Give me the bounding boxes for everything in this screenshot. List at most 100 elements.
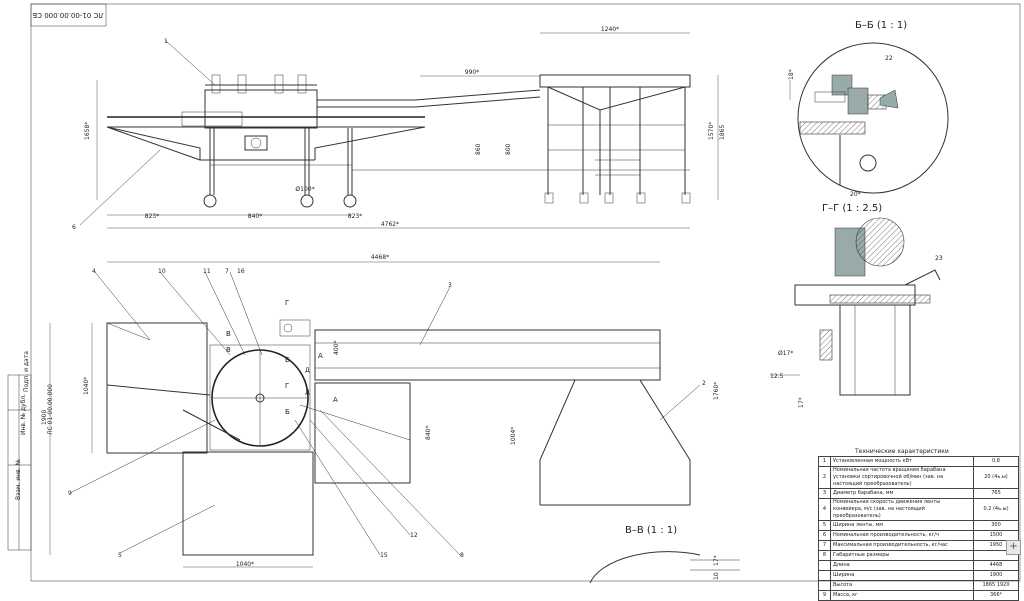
callout-6: 6	[72, 224, 76, 231]
spec-index: 8	[818, 550, 831, 561]
spec-index: 5	[818, 520, 831, 531]
stamp-label-2: Инв. № дубл.	[20, 394, 27, 435]
dim-plan-bottom: 1040*	[236, 561, 254, 568]
section-mark-b2: Б	[285, 408, 290, 416]
callout-2: 2	[702, 380, 706, 387]
spec-label: Максимальная производительность, кг/час	[830, 540, 974, 551]
side-stamp: Подп. и дата Инв. № дубл. ЛС 01-00.00.00…	[7, 351, 54, 551]
spec-value: 0.2 (4ь.ы)	[973, 498, 1019, 521]
spec-index: 6	[818, 530, 831, 541]
spec-value: 765	[973, 488, 1019, 499]
spec-value: 366*	[973, 590, 1019, 601]
section-mark-v2: В	[226, 346, 231, 354]
spec-label: Ширина ленты, мм	[830, 520, 974, 531]
section-mark-g2: Г	[285, 382, 289, 390]
section-mark-d1: Д	[305, 367, 310, 374]
callout-9: 9	[68, 490, 72, 497]
spec-index	[818, 580, 831, 591]
spec-value: 0.8	[973, 456, 1019, 467]
dim-plan-840: 840*	[425, 426, 432, 440]
spec-value: 300	[973, 520, 1019, 531]
spec-label: Высота	[830, 580, 974, 591]
dim-right: 823*	[348, 213, 362, 220]
dim-plan-height: 1900	[41, 410, 48, 425]
spec-index: 3	[818, 488, 831, 499]
dim-wheel: Ø100*	[295, 186, 314, 193]
dim-plan-side: 1040*	[83, 377, 90, 395]
spec-value: 1500	[973, 530, 1019, 541]
section-mark-a1: А	[318, 352, 323, 360]
callout-22: 22	[885, 55, 893, 62]
dim-height-right2: 1865	[719, 125, 726, 140]
doc-code: ЛС 01-00.00.000 СБ	[32, 11, 104, 19]
view-vv: В–В (1 : 1) 17* 10	[589, 525, 740, 583]
view-gg-title: Г–Г (1 : 2.5)	[822, 203, 882, 214]
section-mark-v1: В	[226, 330, 231, 338]
callout-10: 10	[158, 268, 166, 275]
spec-index: 2	[818, 466, 831, 489]
callout-1: 1	[164, 38, 168, 45]
callout-5: 5	[118, 552, 122, 559]
assembly-drawing: ЛС 01-00.00.000 СБ Подп. и дата Инв. № д…	[7, 3, 1021, 583]
spec-index: 4	[818, 498, 831, 521]
dim-h800: 800	[505, 143, 512, 155]
dim-reach: 990*	[465, 69, 479, 76]
stamp-value-2: ЛС 01-00.00.000	[47, 384, 54, 435]
callout-11: 11	[203, 268, 211, 275]
sheet-border	[30, 3, 1021, 582]
plan-dimensions: 4468* 1900 1040* 1040* 840* 400* 1760* 1…	[41, 254, 720, 568]
spec-value: 1900	[973, 570, 1019, 581]
spec-value: 1865 1920	[973, 580, 1019, 591]
spec-label: Номинальная производительность, кг/ч	[830, 530, 974, 541]
dim-plan-1760: 1760*	[713, 382, 720, 400]
dim-height-right1: 1570*	[708, 122, 715, 140]
dim-frame-width: 1240*	[601, 26, 619, 33]
front-elevation	[106, 74, 691, 208]
callout-23: 23	[935, 255, 943, 262]
plan-view	[106, 319, 691, 556]
callout-7: 7	[225, 268, 229, 275]
callout-8: 8	[460, 552, 464, 559]
view-bb-title: Б–Б (1 : 1)	[855, 20, 907, 31]
dim-left: 823*	[145, 213, 159, 220]
section-mark-b1: Б	[285, 356, 290, 364]
spec-index	[818, 570, 831, 581]
section-mark-g1: Г	[285, 299, 289, 307]
spec-index	[818, 560, 831, 571]
spec-label: Номинальная скорость движения ленты конв…	[830, 498, 974, 521]
view-vv-title: В–В (1 : 1)	[625, 525, 677, 536]
spec-table-title: Технические характеристики	[855, 448, 949, 455]
dim-plan-1004: 1004*	[510, 427, 517, 445]
section-mark-d2: Д	[305, 389, 310, 396]
stamp-label-3: Взам. инв. №	[15, 459, 22, 500]
spec-label: Масса, кг	[830, 590, 974, 601]
dim-height-left: 1658*	[84, 122, 91, 140]
doc-code-box	[30, 3, 107, 27]
spec-value: 4468	[973, 560, 1019, 571]
spec-label: Длина	[830, 560, 974, 571]
spec-label: Габаритные размеры	[830, 550, 974, 561]
zoom-in-button[interactable]: +	[1006, 540, 1021, 555]
callout-15: 15	[380, 552, 388, 559]
callout-16: 16	[237, 268, 245, 275]
dim-bb-18: 18*	[788, 69, 795, 80]
callout-3: 3	[448, 282, 452, 289]
section-marks: А А Б Б В В Г Г Д Д	[226, 299, 338, 416]
dim-vv-10: 10	[713, 572, 720, 580]
spec-index: 7	[818, 540, 831, 551]
dim-gg-17: 17*	[798, 397, 805, 408]
dim-gg-r: Ø17*	[778, 350, 793, 357]
callout-leaders	[69, 39, 701, 556]
spec-label: Диаметр барабана, мм	[830, 488, 974, 499]
dim-top-total: 4762*	[381, 221, 399, 228]
front-dimensions: 4762* 823* 840* 823* Ø100* 990* 1240* 16…	[84, 26, 726, 229]
